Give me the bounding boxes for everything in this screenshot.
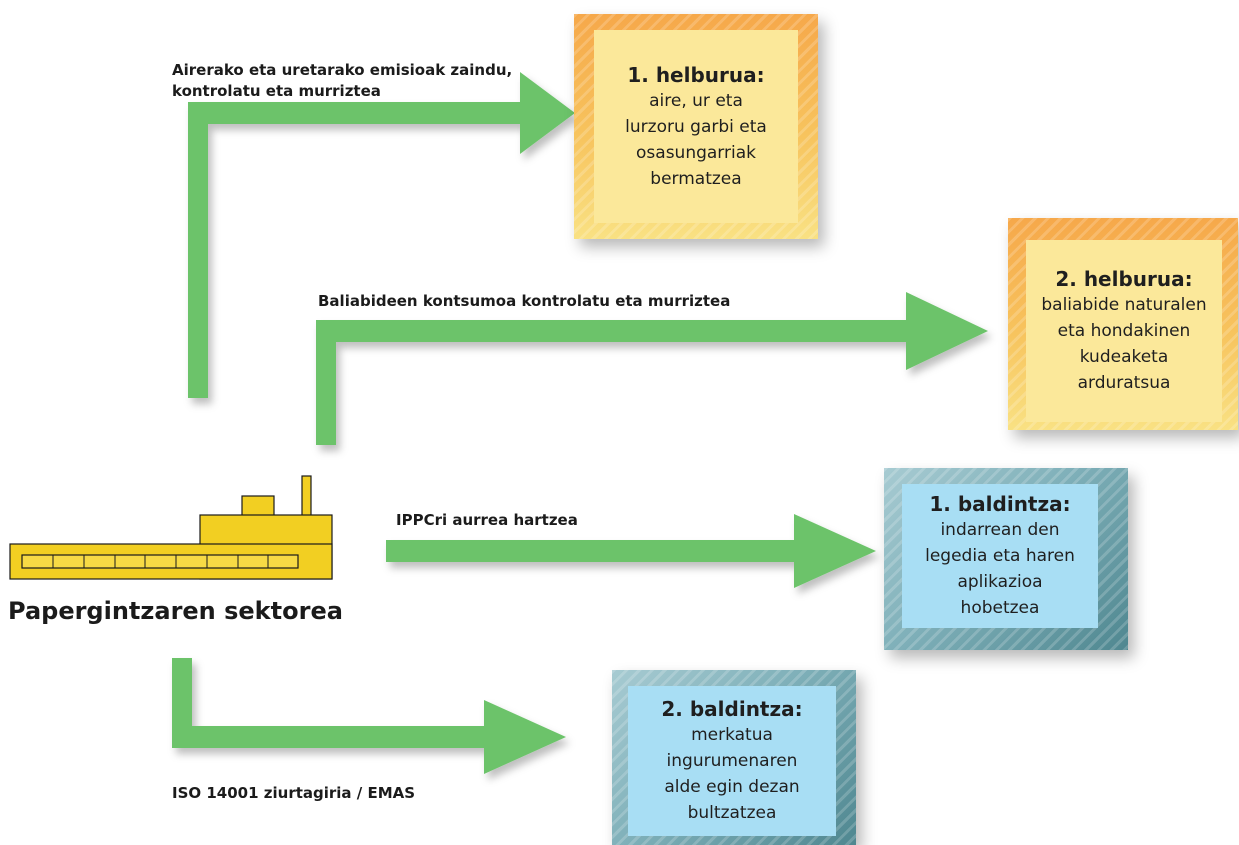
goal-2-heading: 2. helburua: [1055, 267, 1193, 291]
condition-1-line-2: legedia eta haren [925, 546, 1075, 566]
goal-1-content: 1. helburua: aire, ur eta lurzoru garbi … [594, 30, 798, 223]
condition-1-line-1: indarrean den [940, 520, 1060, 540]
goal-1-line-1: aire, ur eta [649, 90, 743, 111]
label-air-water-line2: kontrolatu eta murriztea [172, 82, 381, 100]
label-air-water-line1: Airerako eta uretarako emisioak zaindu, [172, 61, 513, 79]
condition-1-content: 1. baldintza: indarrean den legedia eta … [902, 484, 1098, 628]
label-resources: Baliabideen kontsumoa kontrolatu eta mur… [318, 292, 731, 310]
goal-1-heading: 1. helburua: [627, 62, 765, 87]
sector-label: Papergintzaren sektorea [8, 597, 343, 625]
goal-2-line-3: kudeaketa [1079, 347, 1169, 367]
condition-2-box: 2. baldintza: merkatua ingurumenaren ald… [612, 670, 856, 845]
condition-2-content: 2. baldintza: merkatua ingurumenaren ald… [628, 686, 836, 836]
goal-2-line-1: baliabide naturalen [1041, 295, 1207, 315]
condition-2-line-2: ingurumenaren [666, 751, 798, 771]
condition-1-heading: 1. baldintza: [929, 492, 1071, 516]
condition-2-line-3: alde egin dezan [664, 777, 800, 797]
goal-1-line-3: osasungarriak [636, 142, 756, 163]
goal-2-line-4: arduratsua [1077, 373, 1171, 393]
condition-2-heading: 2. baldintza: [661, 697, 803, 721]
condition-2-line-4: bultzatzea [687, 803, 777, 823]
label-ippc: IPPCri aurrea hartzea [396, 511, 578, 529]
condition-2-line-1: merkatua [691, 725, 773, 745]
condition-1-line-4: hobetzea [960, 598, 1040, 618]
arrow-iso [172, 658, 566, 774]
arrow-air-water [188, 72, 575, 398]
goal-1-line-2: lurzoru garbi eta [625, 116, 767, 137]
goal-2-line-2: eta hondakinen [1057, 321, 1191, 341]
arrow-resources [316, 292, 988, 445]
condition-1-box: 1. baldintza: indarrean den legedia eta … [884, 468, 1128, 650]
factory-icon [9, 475, 333, 580]
label-iso: ISO 14001 ziurtagiria / EMAS [172, 784, 416, 802]
condition-1-line-3: aplikazioa [957, 572, 1043, 592]
goal-1-line-4: bermatzea [650, 168, 742, 189]
goal-1-box: 1. helburua: aire, ur eta lurzoru garbi … [574, 14, 818, 239]
arrow-ippc [386, 514, 876, 588]
goal-2-box: 2. helburua: baliabide naturalen eta hon… [1008, 218, 1238, 430]
goal-2-content: 2. helburua: baliabide naturalen eta hon… [1026, 240, 1222, 422]
